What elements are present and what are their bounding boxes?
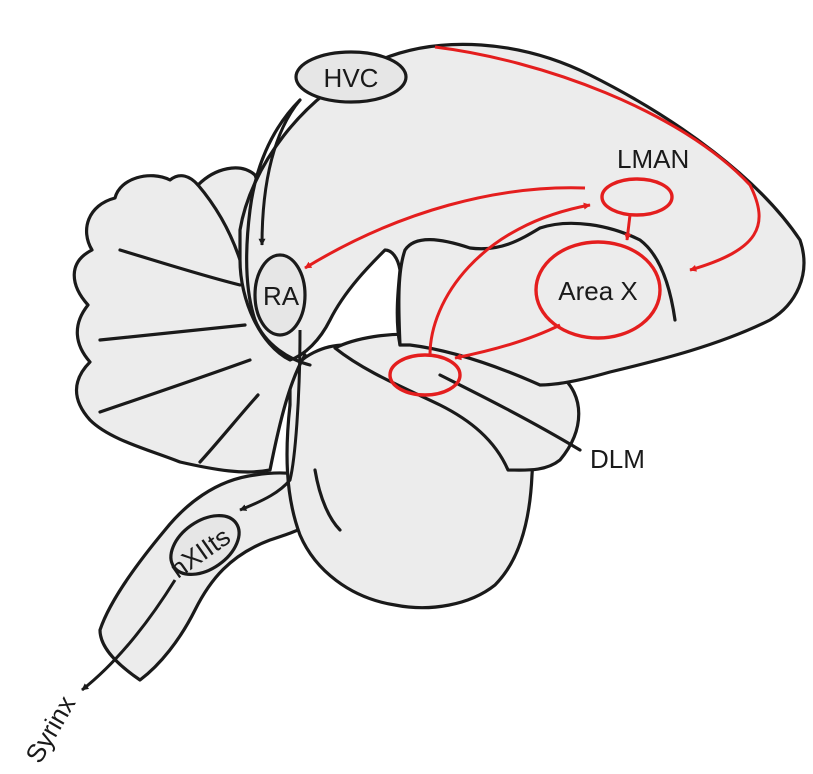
label-hvc: HVC (324, 63, 379, 93)
label-lman: LMAN (617, 144, 689, 174)
label-area-x: Area X (558, 276, 638, 306)
label-syrinx: Syrinx (19, 690, 81, 768)
label-dlm: DLM (590, 444, 645, 474)
label-ra: RA (263, 281, 300, 311)
